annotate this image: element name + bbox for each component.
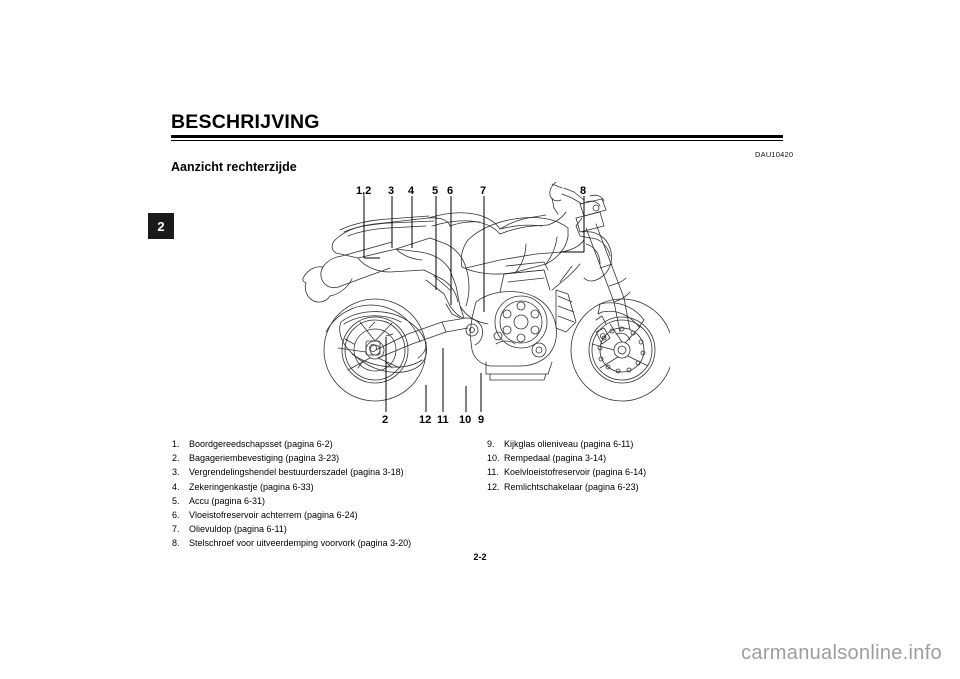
legend-index: 7. — [172, 524, 180, 535]
legend-text: Remlichtschakelaar (pagina 6-23) — [504, 481, 639, 492]
legend-index: 5. — [172, 495, 180, 506]
legend-index: 11. — [487, 467, 499, 478]
callout-number-1-2: 1,2 — [356, 185, 372, 197]
callout-number-3: 3 — [388, 185, 395, 197]
legend-text: Boordgereedschapsset (pagina 6-2) — [189, 439, 333, 449]
legend-item: 6. Vloeistofreservoir achterrem (pagina … — [172, 508, 472, 522]
legend-item: 1. Boordgereedschapsset (pagina 6-2) — [172, 437, 472, 451]
legend-index: 1. — [172, 439, 180, 449]
callout-number-11: 11 — [437, 414, 449, 426]
legend-item: 12. Remlichtschakelaar (pagina 6-23) — [487, 480, 767, 494]
callout-number-12: 12 — [419, 414, 432, 426]
legend-text: Bagageriembevestiging (pagina 3-23) — [189, 453, 340, 464]
legend-item: 10. Rempedaal (pagina 3-14) — [487, 451, 767, 465]
callout-number-8: 8 — [580, 185, 587, 197]
legend-text: Stelschroef voor uitveerdemping voorvork… — [189, 538, 412, 549]
legend-item: 3. Vergrendelingshendel bestuurderszadel… — [172, 465, 472, 479]
legend-text: Koelvloeistofreservoir (pagina 6-14) — [504, 467, 647, 478]
callout-number-10: 10 — [459, 414, 472, 426]
callout-number-6: 6 — [447, 185, 454, 197]
legend-text: Vergrendelingshendel bestuurderszadel (p… — [189, 467, 404, 478]
legend-text: Olievuldop (pagina 6-11) — [189, 524, 287, 535]
motorcycle-figure — [300, 182, 670, 432]
document-reference-code: DAU10420 — [755, 150, 794, 159]
legend-text: Kijkglas olieniveau (pagina 6-11) — [504, 439, 634, 449]
title-rule-thin — [171, 140, 783, 141]
title-rule-thick — [171, 135, 783, 138]
site-watermark: carmanualsonline.info — [741, 642, 942, 664]
legend-index: 4. — [172, 481, 180, 492]
callout-number-4: 4 — [408, 185, 415, 197]
legend-item: 8. Stelschroef voor uitveerdemping voorv… — [172, 536, 472, 550]
motorcycle-line-drawing — [302, 182, 670, 402]
legend-index: 8. — [172, 538, 180, 549]
legend-text: Zekeringenkastje (pagina 6-33) — [189, 481, 314, 492]
page-number: 2-2 — [473, 552, 487, 562]
legend-item: 2. Bagageriembevestiging (pagina 3-23) — [172, 451, 472, 465]
legend-index: 6. — [172, 510, 180, 521]
legend-text: Accu (pagina 6-31) — [189, 495, 266, 506]
legend-text: Rempedaal (pagina 3-14) — [504, 453, 607, 464]
callout-number-9: 9 — [478, 414, 485, 426]
legend-column-right: 9. Kijkglas olieniveau (pagina 6-11) 10.… — [487, 437, 767, 494]
legend-index: 9. — [487, 439, 495, 449]
section-heading: Aanzicht rechterzijde — [171, 160, 297, 174]
legend-item: 9. Kijkglas olieniveau (pagina 6-11) — [487, 437, 767, 451]
legend-index: 2. — [172, 453, 180, 464]
legend-index: 12. — [487, 481, 500, 492]
legend-column-left: 1. Boordgereedschapsset (pagina 6-2) 2. … — [172, 437, 472, 551]
legend-text: Vloeistofreservoir achterrem (pagina 6-2… — [189, 510, 358, 521]
legend-item: 5. Accu (pagina 6-31) — [172, 494, 472, 508]
legend-item: 4. Zekeringenkastje (pagina 6-33) — [172, 480, 472, 494]
legend-item: 11. Koelvloeistofreservoir (pagina 6-14) — [487, 465, 767, 479]
callout-number-5: 5 — [432, 185, 439, 197]
legend-index: 10. — [487, 453, 500, 464]
page-title: BESCHRIJVING — [171, 111, 320, 133]
callout-number-7: 7 — [480, 185, 487, 197]
legend-index: 3. — [172, 467, 180, 478]
chapter-tab-marker: 2 — [148, 213, 174, 239]
callout-number-2-lower: 2 — [382, 414, 389, 426]
legend-item: 7. Olievuldop (pagina 6-11) — [172, 522, 472, 536]
